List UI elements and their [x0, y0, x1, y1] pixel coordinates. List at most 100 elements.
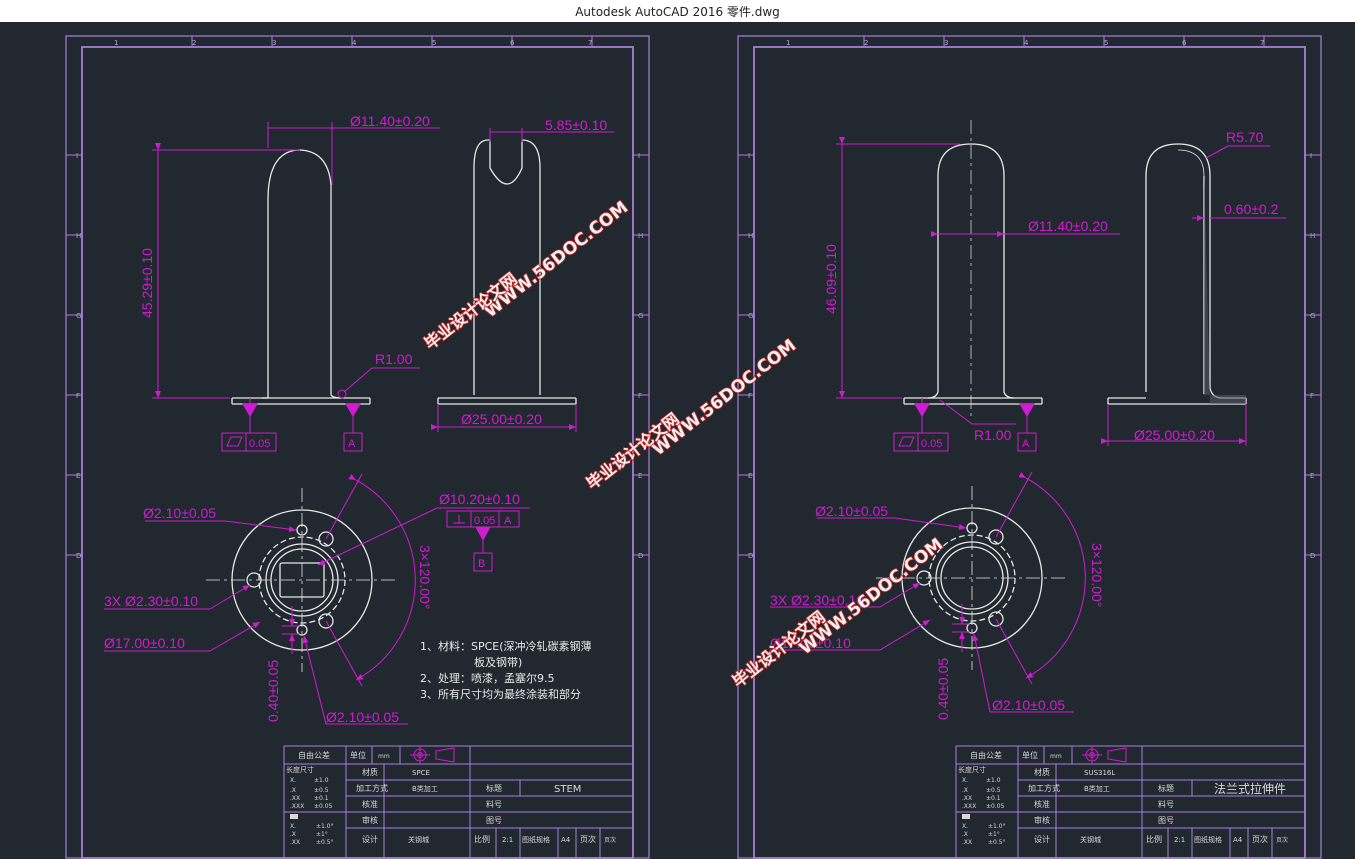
tb-tol-x0: X. — [962, 777, 968, 784]
tb-ang-v2: ±1° — [988, 831, 1000, 838]
tb-process: B类加工 — [412, 784, 438, 793]
note-line: 板及钢带) — [474, 655, 522, 669]
zone-row: E — [1310, 472, 1314, 480]
tb-title-label: 标题 — [486, 783, 502, 793]
dim-outer-circle: Ø17.00±0.10 — [104, 635, 185, 651]
zone-col: 6 — [510, 39, 515, 47]
angle-symbol — [962, 814, 970, 819]
tb-material: SUS316L — [1084, 769, 1115, 777]
sheet-1-front-view[interactable] — [231, 149, 371, 405]
tb-review-label: 审核 — [1034, 815, 1050, 825]
tb-scale: 2:1 — [502, 836, 513, 844]
zone-row: E — [748, 472, 752, 480]
tb-tol-v3: ±0.1 — [986, 795, 1001, 802]
tb-ang-v3: ±0.5° — [316, 839, 334, 846]
zone-row: H — [748, 232, 753, 240]
tb-tol-v2: ±0.5 — [986, 787, 1001, 794]
tb-tol-xxx: .XXX — [290, 803, 304, 810]
zone-row: H — [1310, 232, 1315, 240]
tb-tol-v4: ±0.05 — [314, 803, 333, 810]
tb-drawing-label: 图号 — [486, 816, 502, 825]
tb-ang-xxx: .XX — [290, 839, 300, 846]
tb-tol-dim: 长度尺寸 — [958, 765, 986, 774]
sheet-1-side-view[interactable] — [437, 139, 577, 405]
tb-design-label: 设计 — [362, 834, 378, 844]
tb-unit-label: 单位 — [350, 750, 366, 760]
tb-material: SPCE — [412, 769, 430, 777]
tb-scale: 2:1 — [1174, 836, 1185, 844]
sheet-2-bottom-view[interactable] — [876, 486, 1068, 670]
dim-hole-pattern: 3X Ø2.30±0.10 — [770, 592, 864, 608]
dim-thickness: 0.40±0.05 — [265, 660, 281, 722]
tb-title[interactable]: STEM — [554, 784, 581, 795]
sheet-2-section-view[interactable] — [1107, 143, 1247, 405]
sheet-2-zone-marks — [738, 36, 1321, 556]
note-line: 3、所有尺寸均为最终涂装和部分 — [420, 687, 581, 701]
zone-col: 1 — [114, 39, 118, 47]
zone-col: 3 — [272, 39, 276, 47]
sheet-2[interactable]: 1 2 3 4 5 6 7 I H G F E D I H G F E D — [737, 35, 1322, 859]
sheet-1-bottom-view[interactable] — [206, 488, 398, 672]
dim-hole-bottom: Ø2.10±0.05 — [326, 709, 399, 725]
sheet-2-inner-border — [753, 46, 1306, 859]
datum-a: A — [348, 438, 356, 450]
tb-process-label: 加工方式 — [356, 783, 388, 793]
tb-page: 页次 — [604, 836, 616, 844]
tb-tol-xxx: .XXX — [962, 803, 976, 810]
zone-col: 4 — [352, 39, 357, 47]
tb-general-tol: 自由公差 — [970, 750, 1002, 760]
tb-ang-v1: ±1.0° — [316, 823, 334, 830]
tb-general-tol: 自由公差 — [298, 750, 330, 760]
sheet-2-title-block[interactable]: 自由公差 单位 mm 长度尺寸 X. .X .XX .XXX ±1.0 ±0.5… — [955, 745, 1306, 859]
drawing-canvas[interactable]: 1 2 3 4 5 6 7 I H G F E D I H G F E D — [0, 22, 1355, 859]
tb-unit: mm — [378, 753, 390, 760]
tb-ang-v1: ±1.0° — [988, 823, 1006, 830]
tb-design-label: 设计 — [1034, 834, 1050, 844]
tb-title[interactable]: 法兰式拉伸件 — [1214, 781, 1286, 796]
drawing-svg: 1 2 3 4 5 6 7 I H G F E D I H G F E D — [65, 35, 1322, 859]
note-line: 2、处理：喷漆，孟塞尔9.5 — [420, 671, 555, 685]
sheet-1-dimension-text: Ø11.40±0.20 5.85±0.10 45.29±0.10 R1.00 Ø… — [104, 113, 607, 725]
dim-slot-width: 5.85±0.10 — [545, 117, 607, 133]
tb-ang-x: X. — [962, 823, 968, 830]
zone-row: G — [748, 312, 753, 320]
tb-ang-xx: .X — [962, 831, 968, 838]
angle-symbol — [290, 814, 298, 819]
tb-title-label: 标题 — [1158, 783, 1174, 793]
tb-unit-label: 单位 — [1022, 750, 1038, 760]
projection-symbol — [1082, 746, 1127, 764]
tb-check-label: 核准 — [362, 799, 378, 809]
zone-row: D — [1310, 552, 1315, 560]
zone-col: 5 — [1104, 39, 1108, 47]
tb-designer: 关钢城 — [1080, 835, 1101, 844]
zone-row: H — [638, 232, 643, 240]
tb-tol-x: .X — [290, 787, 296, 794]
tb-scale-label: 比例 — [474, 834, 490, 844]
tb-tol-xx: .XX — [290, 795, 300, 802]
dim-angle: 3×120.00° — [1089, 543, 1105, 607]
window-title: Autodesk AutoCAD 2016 零件.dwg — [575, 5, 780, 19]
watermarks: WWW.56DOC.COM 毕业设计论文网 WWW.56DOC.COM 毕业设计… — [420, 197, 948, 692]
sheet-2-front-view[interactable] — [903, 120, 1043, 420]
dim-height: 46.09±0.10 — [823, 244, 839, 314]
sheet-2-dimensions — [770, 137, 1286, 713]
note-line: 1、材料：SPCE(深冲冷轧碳素钢薄 — [420, 639, 592, 653]
zone-row: I — [638, 152, 640, 160]
datum-b: B — [478, 558, 485, 570]
dim-height: 45.29±0.10 — [139, 248, 155, 318]
tb-check-label: 核准 — [1034, 799, 1050, 809]
zone-col: 7 — [588, 39, 592, 47]
sheet-1[interactable]: 1 2 3 4 5 6 7 I H G F E D I H G F E D — [65, 35, 650, 859]
tb-review-label: 审核 — [362, 815, 378, 825]
dim-wall: 0.60±0.2 — [1224, 201, 1279, 217]
sheet-1-title-block[interactable]: 自由公差 单位 mm 长度尺寸 X. .X .XX .XXX ±1.0 ±0.5… — [283, 745, 634, 859]
dim-angle: 3×120.00° — [417, 545, 433, 609]
tb-paper: A4 — [561, 836, 571, 844]
tb-process: B类加工 — [1084, 784, 1110, 793]
sheet-1-dimensions — [104, 122, 614, 725]
tb-ang-x: X. — [290, 823, 296, 830]
tb-tol-v1: ±1.0 — [986, 777, 1001, 784]
zone-col: 5 — [432, 39, 436, 47]
dim-radius: R5.70 — [1226, 129, 1264, 145]
zone-col: 2 — [192, 39, 196, 47]
